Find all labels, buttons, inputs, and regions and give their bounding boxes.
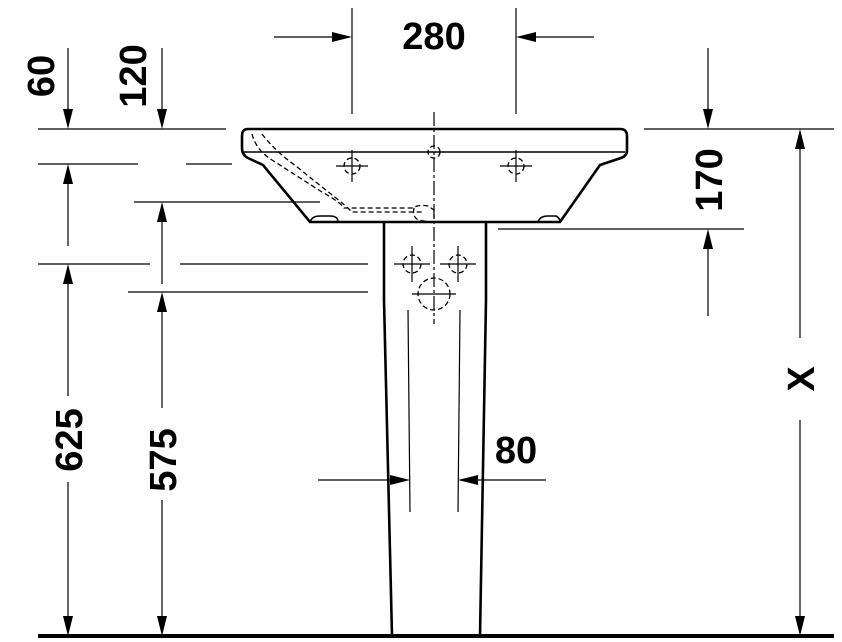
dimension-80	[318, 475, 546, 485]
faucet-hole-right-symbol	[500, 150, 532, 182]
right-reference-lines	[498, 128, 834, 230]
dimension-625	[63, 264, 73, 636]
dimension-60	[63, 48, 73, 246]
dimension-625-label: 625	[49, 408, 91, 471]
dimension-575-label: 575	[143, 428, 185, 491]
dimension-575	[157, 202, 167, 636]
dimension-170	[703, 48, 713, 316]
dimension-60-label: 60	[21, 55, 63, 97]
supply-left-symbol	[394, 246, 430, 282]
left-reference-lines	[38, 128, 368, 293]
pedestal	[382, 222, 488, 637]
basin-bowl-hidden	[251, 133, 435, 223]
supply-right-symbol	[440, 246, 476, 282]
dimension-x	[795, 129, 805, 636]
dimension-80-label: 80	[495, 430, 537, 472]
dimension-170-label: 170	[689, 148, 731, 211]
dimension-120	[157, 48, 167, 129]
dimension-280	[274, 8, 594, 114]
dimension-120-label: 120	[113, 44, 155, 107]
faucet-hole-left-symbol	[336, 150, 368, 182]
dimension-x-label: X	[781, 366, 823, 392]
dimension-280-label: 280	[402, 16, 465, 58]
